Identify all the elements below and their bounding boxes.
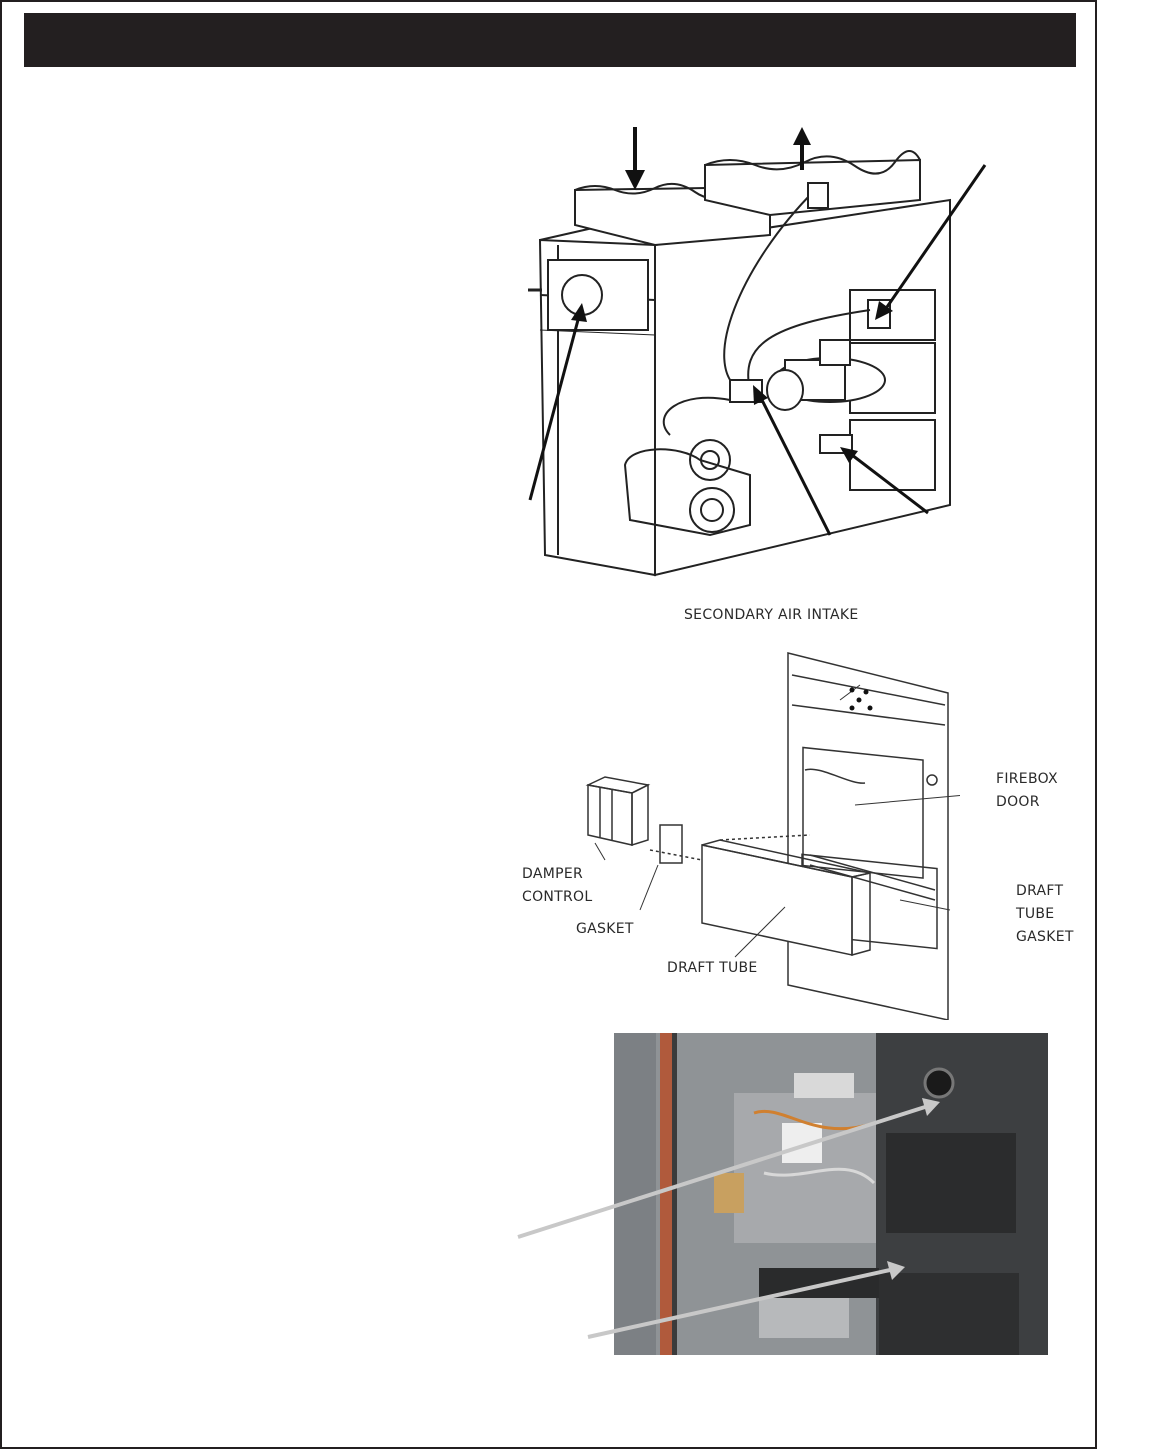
label-secondary-air-intake: SECONDARY AIR INTAKE [684,607,859,623]
furnace-diagram [528,127,987,577]
label-draft-tube-gasket: DRAFT TUBE GASKET [1016,883,1074,945]
label-draft-tube: DRAFT TUBE [667,960,758,976]
label-gasket: GASKET [576,921,634,937]
header-bar [24,13,1076,67]
label-damper-control: DAMPER CONTROL [522,866,593,905]
label-firebox-door: FIREBOX DOOR [996,771,1058,810]
exploded-view-diagram [585,652,960,1020]
page-border [0,0,1097,1449]
furnace-photo [614,1033,1048,1355]
photo-callout-arrows [517,1098,940,1339]
